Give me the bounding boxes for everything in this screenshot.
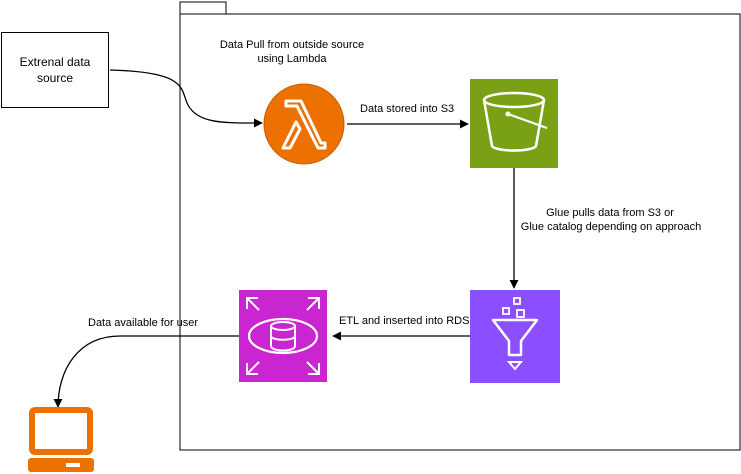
connector-external-to-lambda — [109, 69, 263, 128]
label-glue-pull-line1: Glue pulls data from S3 or — [546, 207, 674, 219]
label-s3-store: Data stored into S3 — [360, 103, 455, 115]
container-frame — [179, 1, 741, 451]
label-lambda-pull: Data Pull from outside source using Lamb… — [219, 39, 365, 65]
connector-rds-to-user — [53, 335, 239, 408]
external-data-source-label: Extrenal data source — [19, 55, 91, 85]
lambda-icon — [263, 83, 345, 165]
label-glue-pull-line2: Glue catalog depending on approach — [520, 221, 702, 233]
label-user-available: Data available for user — [88, 317, 199, 329]
external-data-source-box: Extrenal data source — [1, 32, 109, 108]
glue-icon — [470, 290, 560, 383]
laptop-icon — [28, 407, 94, 472]
s3-bucket-icon — [470, 79, 558, 168]
rds-icon — [239, 290, 327, 382]
label-etl-rds: ETL and inserted into RDS — [339, 315, 470, 327]
